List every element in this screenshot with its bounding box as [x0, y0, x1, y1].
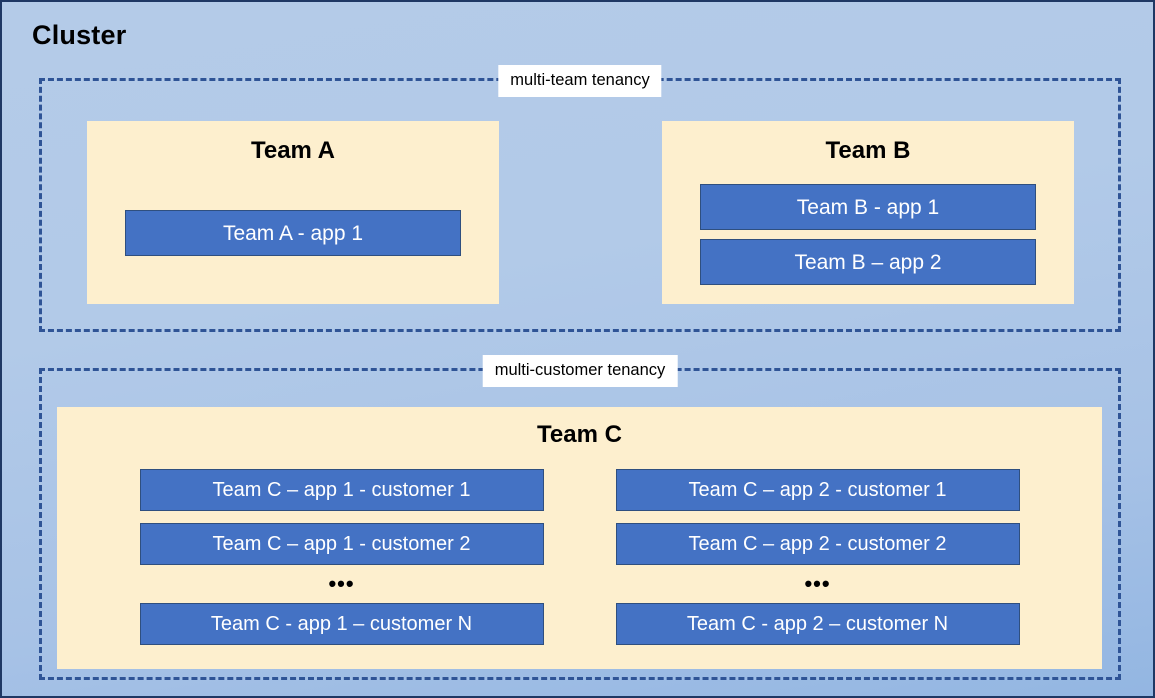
- team-b-app-list: Team B - app 1 Team B – app 2: [700, 184, 1036, 285]
- team-c-app-2-column: Team C – app 2 - customer 1 Team C – app…: [615, 469, 1020, 645]
- team-b-box: Team B Team B - app 1 Team B – app 2: [662, 121, 1074, 304]
- team-a-title: Team A: [250, 137, 336, 164]
- multi-customer-tenancy-region: multi-customer tenancy Team C Team C – a…: [39, 355, 1121, 680]
- app-box-team-c-app-1-customer-n[interactable]: Team C - app 1 – customer N: [139, 603, 544, 645]
- team-c-app-columns: Team C – app 1 - customer 1 Team C – app…: [57, 469, 1102, 645]
- team-c-app-1-column: Team C – app 1 - customer 1 Team C – app…: [139, 469, 544, 645]
- team-a-box: Team A Team A - app 1: [87, 121, 499, 304]
- app-box-team-b-app-1[interactable]: Team B - app 1: [700, 184, 1036, 230]
- app-box-team-c-app-2-customer-n[interactable]: Team C - app 2 – customer N: [615, 603, 1020, 645]
- app-box-team-b-app-2[interactable]: Team B – app 2: [700, 239, 1036, 285]
- cluster-title: Cluster: [32, 20, 127, 50]
- team-c-title: Team C: [537, 421, 622, 448]
- team-c-app-1-ellipsis: •••: [328, 571, 355, 596]
- multi-team-tenancy-region: multi-team tenancy Team A Team A - app 1…: [39, 65, 1121, 332]
- app-box-team-c-app-1-customer-2[interactable]: Team C – app 1 - customer 2: [139, 523, 544, 565]
- team-c-app-2-ellipsis: •••: [804, 571, 831, 596]
- app-box-team-a-app-1[interactable]: Team A - app 1: [125, 210, 461, 256]
- app-box-team-c-app-1-customer-1[interactable]: Team C – app 1 - customer 1: [139, 469, 544, 511]
- app-box-team-c-app-2-customer-2[interactable]: Team C – app 2 - customer 2: [615, 523, 1020, 565]
- multi-team-tenancy-label: multi-team tenancy: [498, 65, 662, 97]
- team-c-box: Team C Team C – app 1 - customer 1 Team …: [57, 407, 1102, 669]
- multi-customer-tenancy-label: multi-customer tenancy: [482, 355, 678, 387]
- team-a-app-list: Team A - app 1: [125, 210, 461, 256]
- app-box-team-c-app-2-customer-1[interactable]: Team C – app 2 - customer 1: [615, 469, 1020, 511]
- team-b-title: Team B: [825, 137, 911, 164]
